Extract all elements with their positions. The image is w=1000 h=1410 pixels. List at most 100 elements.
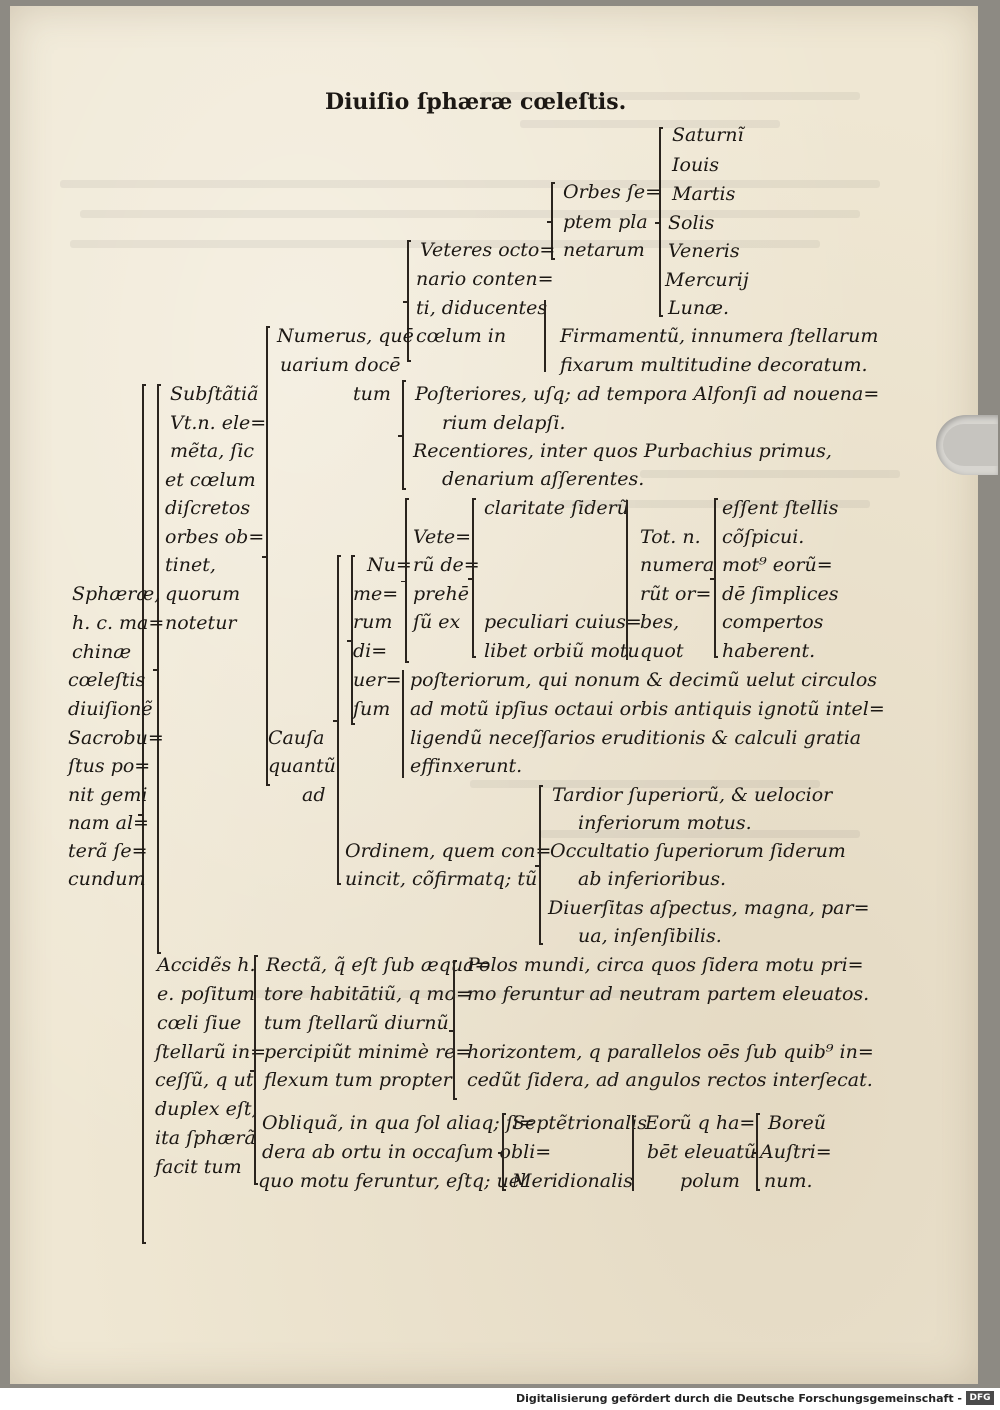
orbes-line-2: ptem pla [563, 211, 648, 233]
essent-line-1: eſſent ſtellis [722, 497, 839, 519]
posteriores-line-1: Poſteriores, uſq; ad tempora Alfonſi ad … [415, 383, 880, 405]
brace-ordinem [535, 785, 543, 945]
veterum-line-4: ſũ ex [413, 611, 461, 633]
totn-line-5: quot [640, 640, 684, 662]
brace-root-branches [153, 384, 161, 954]
boreu-text: Boreũ [768, 1112, 826, 1134]
peculiari-line-1: peculiari cuius= [484, 611, 642, 633]
essent-line-4: dē ſimplices [722, 583, 839, 605]
accidens-line-5: ceſſũ, q ut [155, 1069, 254, 1091]
orbes-line-3: netarum [563, 239, 645, 261]
occultatio-line-2: ab inferioribus. [578, 868, 727, 890]
austri-line-2: num. [764, 1170, 813, 1192]
recta-line-1: Rectã, q̃ eſt ſub æqua= [266, 954, 491, 976]
brace-recta [449, 960, 457, 1100]
root-line-4: cœleſtis [68, 669, 146, 691]
planet-mars: Martis [672, 183, 736, 205]
numerum-line-4: di= [353, 640, 388, 662]
essent-line-6: haberent. [722, 640, 816, 662]
root-line-11: cundum [68, 868, 146, 890]
numerus-line-1: Numerus, quē [277, 325, 414, 347]
substantia-line-1: Subſtãtiã [170, 383, 259, 405]
planet-mercury: Mercurij [665, 269, 749, 291]
root-line-5: diuiſionẽ [68, 698, 153, 720]
accidens-line-1: Accidẽs h. [157, 954, 256, 976]
substantia-line-7: tinet, [165, 554, 216, 576]
numerum-line-2: me= [353, 583, 399, 605]
numerum-line-1: Nu= [367, 554, 412, 576]
brace-planets [655, 127, 663, 317]
digitization-footer: Digitalisierung gefördert durch die Deut… [0, 1388, 1000, 1410]
bracket-line [402, 670, 404, 778]
tardior-line-1: Tardior ſuperiorũ, & uelocior [552, 784, 833, 806]
dfg-logo: DFG [966, 1391, 994, 1405]
recta-line-3: tum ſtellarũ diurnũ [264, 1012, 449, 1034]
brace-root [138, 384, 146, 1244]
brace-orbes [547, 182, 555, 260]
polos-line-1: Polos mundi, circa quos ſidera motu pri= [467, 954, 864, 976]
accidens-line-7: ita ſphærã [155, 1127, 256, 1149]
brace-veteres [403, 240, 411, 362]
brace-numerum [347, 555, 355, 725]
accidens-line-2: e. poſitum [157, 983, 255, 1005]
veterum-line-2: rũ de= [413, 554, 480, 576]
root-line-7: ſtus po= [68, 755, 151, 777]
brace-causa [333, 555, 341, 885]
recentiores-line-2: denarium aſſerentes. [442, 468, 645, 490]
diuersitas-line-2: ua, inſenſibilis. [578, 925, 722, 947]
accidens-line-4: ſtellarũ in= [155, 1041, 266, 1063]
brace-pole [752, 1113, 760, 1191]
causa-line-2: quantũ [268, 755, 336, 777]
essent-line-5: compertos [722, 611, 824, 633]
root-line-8: nit gemi [68, 784, 148, 806]
planet-sun: Solis [668, 212, 715, 234]
brace-veterum [401, 498, 409, 663]
causa-line-1: Cauſa [268, 727, 325, 749]
root-line-3: chinæ [72, 641, 132, 663]
scanner-clip-inner [943, 424, 998, 466]
veteres-line-4: cœlum in [416, 325, 507, 347]
eoru-line-2: bēt eleuatũ [647, 1141, 757, 1163]
planet-venus: Veneris [668, 240, 740, 262]
substantia-line-4: et cœlum [165, 469, 256, 491]
veterum-line-1: Vete= [413, 526, 472, 548]
root-line-1: Sphæræ, [72, 583, 161, 605]
claritate-text: claritate ſiderũ [484, 497, 629, 519]
planet-moon: Lunæ. [668, 297, 729, 319]
horizontem-line-2: cedũt ſidera, ad angulos rectos interſec… [467, 1069, 873, 1091]
essent-line-2: cõſpicui. [722, 526, 805, 548]
occultatio-line-1: Occultatio ſuperiorum ſiderum [550, 840, 846, 862]
numerus-line-2: uarium docē [280, 354, 401, 376]
causa-line-3: ad [302, 784, 326, 806]
horizontem-line-1: horizontem, q parallelos oēs ſub quib⁹ i… [467, 1041, 874, 1063]
substantia-line-2: Vt.n. ele= [170, 412, 267, 434]
austri-line-1: Auſtri= [760, 1141, 832, 1163]
planet-jupiter: Iouis [672, 154, 720, 176]
essent-line-3: mot⁹ eorũ= [722, 554, 833, 576]
obliqua-line-3: quo motu feruntur, eſtq; uel [258, 1170, 527, 1192]
accidens-line-6: duplex eſt, [155, 1098, 258, 1120]
recta-line-4: percipiũt minimè re= [264, 1041, 472, 1063]
firmamentum-line-1: Firmamentũ, innumera ſtellarum [560, 325, 879, 347]
bracket-line [632, 1115, 634, 1191]
totn-line-1: Tot. n. [640, 526, 701, 548]
eoru-line-3: polum [680, 1170, 740, 1192]
posteriorum-line-3: ligendũ neceſſarios eruditionis & calcul… [410, 727, 862, 749]
brace-essent [710, 498, 718, 658]
brace-numerus-opinions [398, 380, 406, 490]
book-page [10, 6, 978, 1384]
posteriores-line-2: rium delapſi. [442, 412, 566, 434]
peculiari-line-2: libet orbiũ motu [484, 640, 640, 662]
funding-credit: Digitalisierung gefördert durch die Deut… [515, 1392, 962, 1405]
accidens-line-3: cœli ſiue [157, 1012, 242, 1034]
numerum-line-3: rum [353, 611, 393, 633]
diuersitas-line-1: Diuerſitas aſpectus, magna, par= [548, 897, 870, 919]
tardior-line-2: inferiorum motus. [578, 812, 752, 834]
meridionalis-text: Meridionalis [512, 1170, 634, 1192]
ordinem-line-2: uincit, cõfirmatq; tũ [345, 868, 538, 890]
substantia-line-6: orbes ob= [165, 526, 265, 548]
veteres-line-3: ti, diducentes [416, 297, 548, 319]
brace-criteria [468, 498, 476, 658]
obliqua-line-1: Obliquã, in qua ſol aliaq; ſi= [262, 1112, 535, 1134]
root-line-9: nam al= [68, 812, 149, 834]
